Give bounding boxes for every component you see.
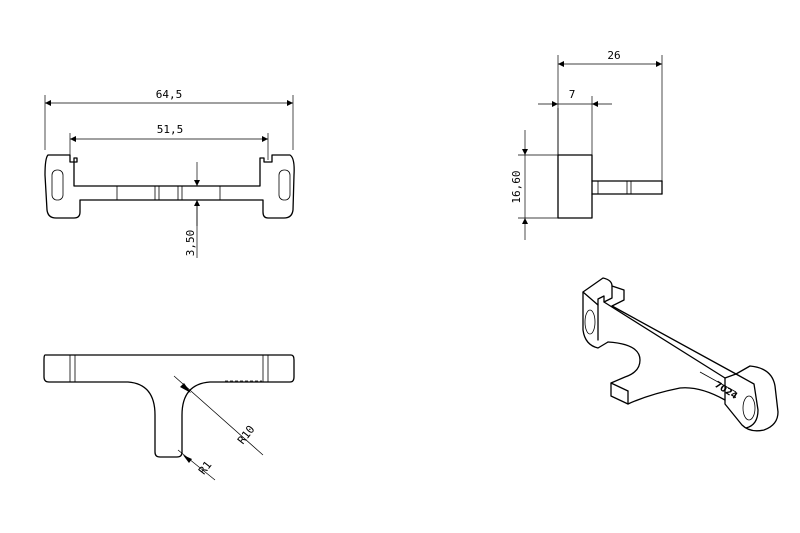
dim-tab-width: 7 (569, 88, 576, 101)
dim-depth: 26 (607, 49, 620, 62)
radius-small-label: R1 (196, 459, 214, 477)
front-view: 64,5 51,5 3,50 (44, 88, 295, 258)
side-view: 26 7 16,60 (510, 49, 663, 240)
dim-thickness: 3,50 (184, 230, 197, 257)
part-number-engraving: 7024 (712, 380, 739, 402)
radius-large-label: R10 (235, 423, 257, 447)
dim-height: 16,60 (510, 170, 523, 203)
isometric-view: 7024 (582, 277, 779, 432)
dim-overall-width: 64,5 (156, 88, 183, 101)
top-view: R10 R1 (43, 354, 295, 481)
dim-inner-width: 51,5 (157, 123, 184, 136)
